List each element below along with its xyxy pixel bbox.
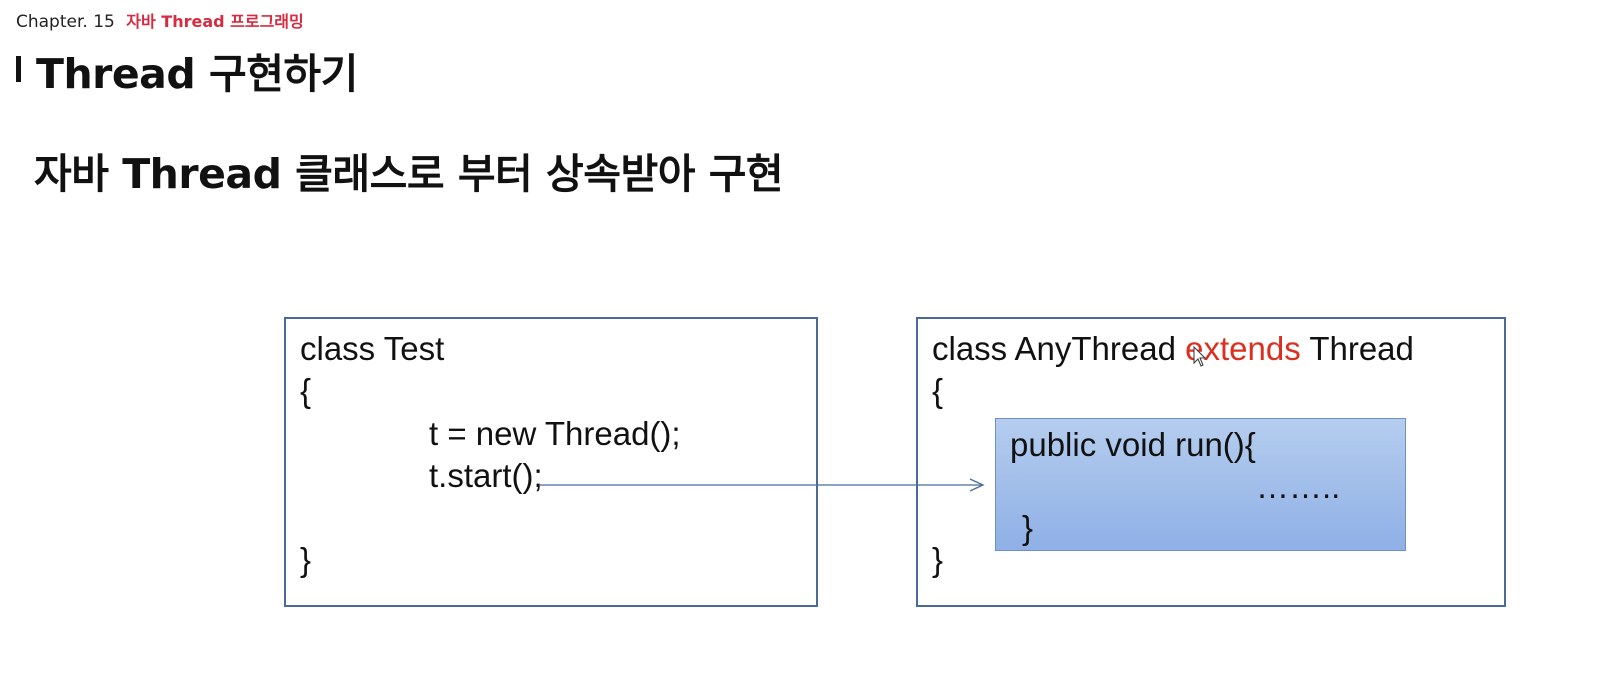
chapter-title: 자바 Thread 프로그래밍 — [126, 12, 304, 31]
thread-start-line: t.start(); — [429, 457, 543, 494]
test-class-declaration: class Test — [300, 330, 445, 367]
run-method-body: …….. — [1256, 468, 1341, 505]
thread-new-line: t = new Thread(); — [429, 415, 681, 452]
chapter-label: Chapter. 15 — [16, 12, 115, 32]
title-marker — [16, 56, 21, 82]
mouse-cursor-icon — [1193, 346, 1207, 367]
test-class-box — [284, 317, 818, 607]
slide-subtitle: 자바 Thread 클래스로 부터 상속받아 구현 — [34, 150, 784, 198]
run-method-signature: public void run(){ — [1010, 426, 1256, 463]
anythread-class-keyword: class AnyThread — [932, 330, 1176, 367]
chapter-header: Chapter. 15 자바 Thread 프로그래밍 — [16, 8, 304, 32]
section-title: Thread 구현하기 — [36, 50, 358, 98]
anythread-declaration: class AnyThread extends Thread — [932, 330, 1414, 368]
run-method-box — [995, 418, 1406, 551]
test-open-brace: { — [300, 372, 312, 409]
extends-keyword: extends — [1185, 330, 1301, 367]
parent-class-name: Thread — [1309, 330, 1414, 367]
anythread-open-brace: { — [932, 372, 944, 409]
test-close-brace: } — [300, 541, 312, 578]
anythread-close-brace: } — [932, 541, 944, 578]
run-method-close-brace: } — [1022, 509, 1034, 546]
